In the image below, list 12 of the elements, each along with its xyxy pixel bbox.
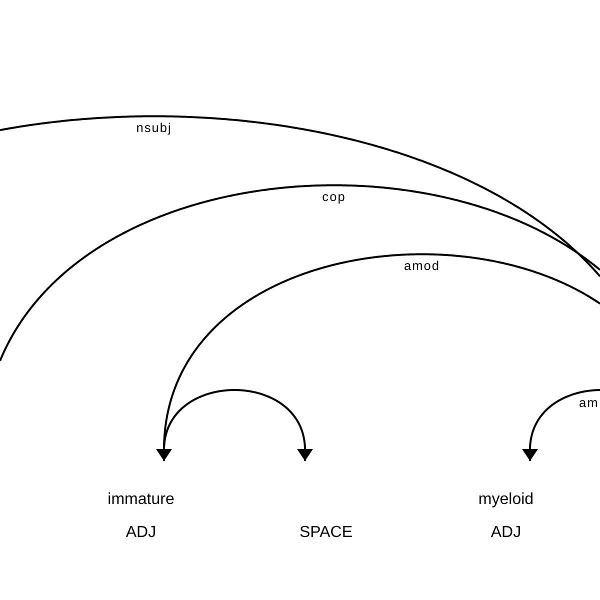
dependency-arc: [156, 253, 600, 461]
dependency-arc: [163, 389, 313, 461]
arc-label: nsubj: [136, 121, 172, 135]
pos-tag-label: SPACE: [299, 523, 353, 543]
edge-label: am: [579, 396, 599, 410]
edge-label: amod: [404, 259, 440, 273]
dependency-arc: [522, 389, 600, 461]
arc-label: cop: [322, 190, 346, 204]
pos-tag-label: ADJ: [490, 523, 522, 543]
word-label: myeloid: [478, 490, 534, 510]
word-label: immature: [108, 490, 174, 510]
pos-tag-label: ADJ: [126, 523, 156, 543]
